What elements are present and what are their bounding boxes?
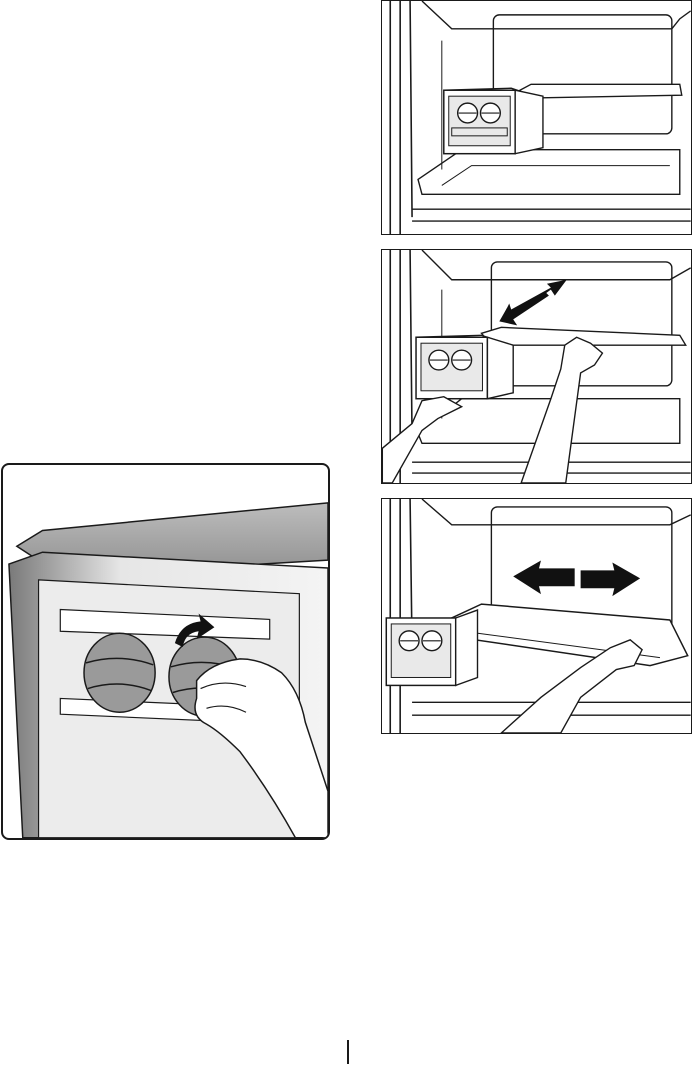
hand-pull-shelf-icon <box>382 499 691 733</box>
page-divider-mark <box>347 1040 349 1064</box>
diagonal-double-arrow-icon <box>499 280 566 326</box>
fridge-shelf-icon <box>382 1 691 234</box>
hand-turning-dial-icon <box>3 465 328 838</box>
fridge-shelf-illustration-top <box>381 0 692 235</box>
fridge-shelf-illustration-bottom <box>381 498 692 734</box>
horizontal-double-arrow-icon <box>513 560 640 596</box>
hands-slide-shelf-icon <box>382 250 691 483</box>
left-dial-icon <box>84 633 155 712</box>
fridge-shelf-illustration-middle <box>381 249 692 484</box>
humidity-dial-illustration <box>1 463 330 840</box>
